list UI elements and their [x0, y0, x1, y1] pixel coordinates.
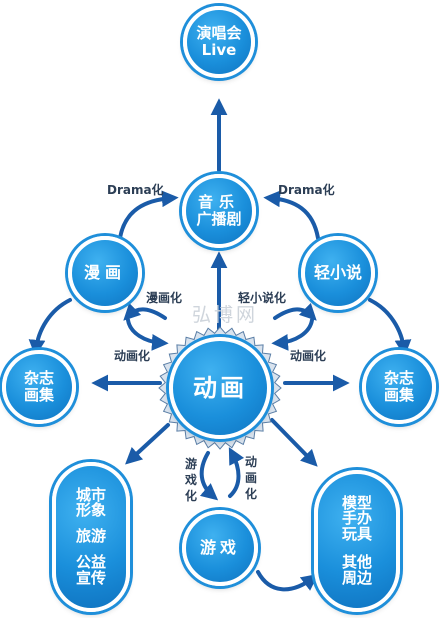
- node-anime-label: 动画: [193, 373, 247, 402]
- node-tourism-line4: 公益: [75, 552, 106, 571]
- node-concert-line2: Live: [201, 41, 237, 59]
- node-tourism-line2: 形象: [75, 501, 106, 520]
- label-novel-to-anime: 轻小说化: [238, 291, 287, 305]
- label-anime-from-game: 动画化: [244, 455, 257, 501]
- arrow-manga-to-magazine-left: [28, 298, 72, 357]
- watermark-text: 弘博网: [192, 304, 259, 326]
- label-drama-right: Drama化: [278, 183, 335, 197]
- arrow-anime-to-merch: [270, 418, 318, 467]
- node-concert-live: 演唱会 Live: [183, 6, 255, 78]
- node-magazine-right-line2: 画集: [383, 386, 414, 404]
- node-tourism: 城市 形象 旅游 公益 宣传: [52, 462, 130, 612]
- node-magazine-left-line1: 杂志: [23, 369, 54, 388]
- arrow-manga-to-anime-lower: [126, 318, 169, 351]
- node-music-line2: 广播剧: [196, 210, 242, 228]
- node-light-novel: 轻小说: [301, 236, 375, 310]
- node-concert-line1: 演唱会: [196, 24, 242, 43]
- label-anime-right: 动画化: [290, 349, 327, 363]
- node-merch: 模型 手办 玩具 其他 周边: [314, 470, 400, 612]
- arrow-anime-to-game: [199, 451, 219, 501]
- node-game: 游戏: [182, 510, 258, 586]
- arrow-novel-to-magazine-right: [368, 298, 412, 357]
- node-merch-line4: 其他: [341, 552, 372, 571]
- node-merch-line2: 手办: [341, 509, 372, 528]
- arrow-novel-to-anime-upper: [273, 302, 317, 321]
- label-anime-left: 动画化: [114, 349, 151, 363]
- node-music-line1: 音乐: [197, 193, 240, 212]
- arrow-novel-to-music: [263, 190, 320, 240]
- node-manga-label: 漫画: [83, 263, 126, 283]
- node-magazine-left: 杂志 画集: [2, 350, 76, 424]
- node-tourism-line1: 城市: [75, 485, 106, 504]
- node-anime: 动画: [169, 337, 271, 439]
- node-merch-line5: 周边: [341, 568, 372, 587]
- node-game-label: 游戏: [199, 538, 240, 558]
- node-merch-line1: 模型: [341, 493, 372, 512]
- arrow-manga-to-music: [118, 190, 179, 240]
- node-light-novel-label: 轻小说: [313, 263, 362, 283]
- node-manga: 漫画: [68, 236, 142, 310]
- node-merch-line3: 玩具: [341, 525, 372, 544]
- label-game-from-anime: 游戏化: [184, 457, 197, 503]
- label-drama-left: Drama化: [107, 183, 164, 197]
- node-tourism-line5: 宣传: [75, 568, 106, 587]
- node-magazine-right-line1: 杂志: [383, 369, 414, 388]
- arrow-novel-to-anime-lower: [271, 318, 314, 351]
- arrow-game-to-anime: [228, 447, 245, 498]
- node-tourism-line3: 旅游: [75, 527, 106, 546]
- arrow-anime-to-tourism: [125, 423, 170, 465]
- arrow-game-to-merch: [256, 570, 319, 592]
- node-music-drama: 音乐 广播剧: [182, 174, 256, 248]
- label-manga-to-anime: 漫画化: [146, 291, 183, 305]
- node-magazine-right: 杂志 画集: [362, 350, 436, 424]
- arrow-manga-to-anime-upper: [123, 302, 167, 321]
- node-magazine-left-line2: 画集: [23, 386, 54, 404]
